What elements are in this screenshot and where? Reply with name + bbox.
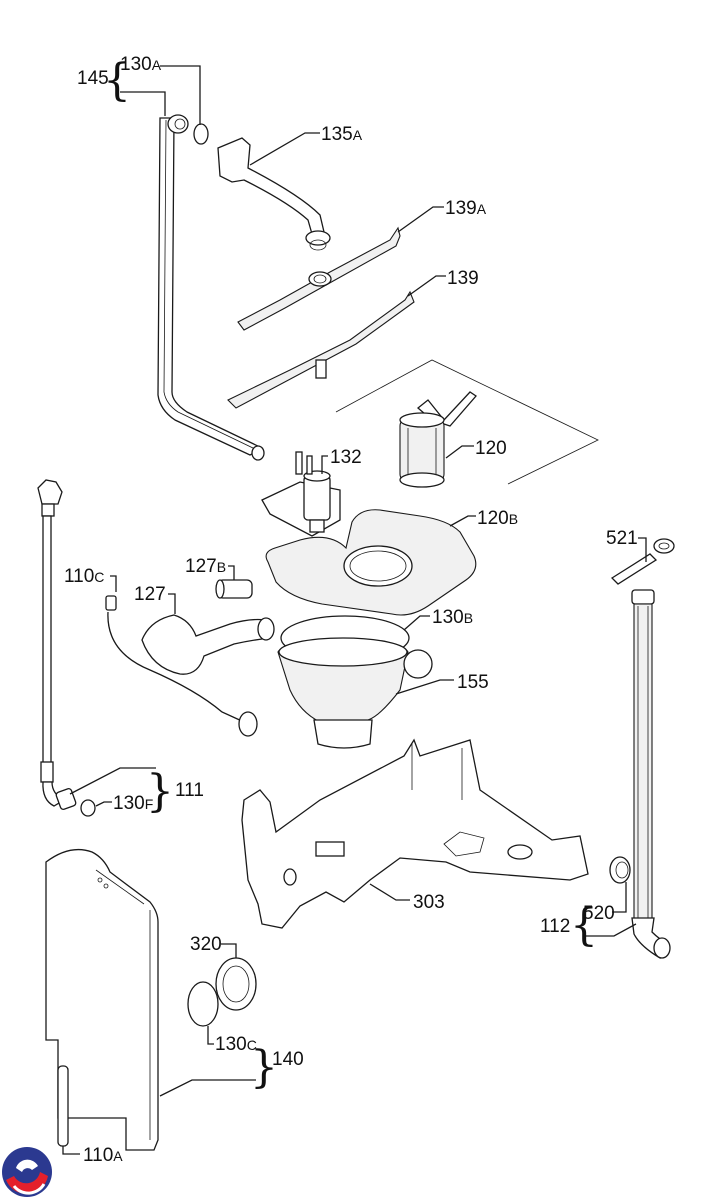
label-112: 112 xyxy=(540,916,570,937)
label-132: 132 xyxy=(330,447,362,468)
label-127b: 127B xyxy=(185,556,226,577)
part-145-supply-tube xyxy=(157,114,265,461)
label-520: 520 xyxy=(583,903,615,924)
part-130a-o-ring xyxy=(193,123,209,145)
part-110a-tube xyxy=(57,1065,69,1147)
part-110c-braided-hose xyxy=(105,595,258,737)
label-110c: 110C xyxy=(64,566,104,587)
label-139a: 139A xyxy=(445,198,487,219)
leader-320 xyxy=(221,943,237,958)
brand-logo xyxy=(2,1147,52,1197)
part-139-lower-spray-arm xyxy=(227,290,415,409)
label-521: 521 xyxy=(606,528,638,549)
part-120b-filter-plate xyxy=(265,509,477,616)
leader-120b xyxy=(449,515,476,527)
label-135a: 135A xyxy=(321,124,363,145)
part-127b-connector xyxy=(215,579,253,599)
leader-155 xyxy=(395,679,454,695)
part-130c-ring xyxy=(187,981,219,1027)
leader-110c xyxy=(110,575,117,592)
label-127: 127 xyxy=(134,584,166,605)
label-130b: 130B xyxy=(432,607,473,628)
leader-127 xyxy=(168,593,176,614)
leader-303 xyxy=(369,883,410,901)
label-120: 120 xyxy=(475,438,507,459)
leader-111 xyxy=(69,767,156,795)
part-155-sump xyxy=(277,637,433,749)
label-303: 303 xyxy=(413,892,445,913)
label-145: 145 xyxy=(77,68,109,89)
leader-139 xyxy=(407,275,446,297)
label-155: 155 xyxy=(457,672,489,693)
label-110a: 110A xyxy=(83,1145,123,1166)
leader-130f xyxy=(95,801,112,807)
leader-135a xyxy=(249,132,320,166)
leader-521 xyxy=(638,537,647,562)
leader-120 xyxy=(445,445,474,459)
part-120-filter xyxy=(399,391,477,488)
brace-145: { xyxy=(103,55,131,106)
part-127-hose xyxy=(141,614,275,675)
part-320-seal xyxy=(215,957,257,1011)
label-130a: 130A xyxy=(120,54,162,75)
label-320: 320 xyxy=(190,934,222,955)
part-520-grommet xyxy=(609,856,631,884)
label-130c: 130C xyxy=(215,1034,257,1055)
part-112-drain-hose xyxy=(631,589,671,959)
leader-145-130a xyxy=(120,65,201,125)
brace-112: { xyxy=(570,900,598,951)
leader-140 xyxy=(159,1079,256,1097)
part-303-base-frame xyxy=(241,738,589,929)
part-521-key xyxy=(610,538,675,585)
label-140: 140 xyxy=(272,1049,304,1070)
brace-140: } xyxy=(250,1042,278,1093)
leader-520 xyxy=(612,882,627,913)
label-130f: 130F xyxy=(113,793,153,814)
leader-127b xyxy=(228,565,235,580)
brace-111: } xyxy=(146,766,174,817)
leader-132 xyxy=(321,455,328,474)
part-130f-washer xyxy=(80,799,96,817)
part-139a-upper-spray-arm xyxy=(237,226,401,331)
part-135a-arm-pipe xyxy=(217,137,331,251)
label-120b: 120B xyxy=(477,508,518,529)
label-139: 139 xyxy=(447,268,479,289)
leader-139a xyxy=(397,206,444,233)
filter-assembly-bracket xyxy=(335,359,599,485)
leader-130b xyxy=(403,615,430,631)
part-140-side-panel xyxy=(45,848,159,1151)
leader-112 xyxy=(585,923,637,937)
leader-130c xyxy=(207,1026,214,1045)
leader-110a xyxy=(62,1146,80,1155)
label-111: 111 xyxy=(175,780,204,801)
part-111-inlet-hose xyxy=(37,479,77,810)
part-132-diverter xyxy=(261,451,341,537)
